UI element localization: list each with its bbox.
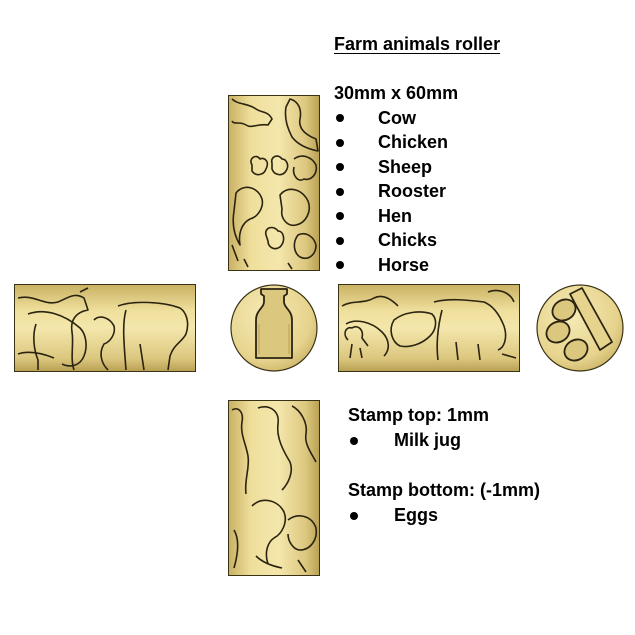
stamp-bottom-heading: Stamp bottom: (-1mm) <box>348 480 540 500</box>
animal-label: Hen <box>378 205 413 226</box>
animal-label: Sheep <box>378 156 433 177</box>
roller-dimensions: 30mm x 60mm <box>334 83 459 103</box>
hen-outline <box>293 232 317 260</box>
animal-label: Cow <box>378 107 416 128</box>
eggs-end-cap <box>534 284 626 372</box>
milk-jug-end-cap <box>228 284 320 372</box>
cow-outline <box>17 294 89 371</box>
bullet-icon <box>350 511 358 520</box>
list-item: Milk jug <box>348 430 489 451</box>
animal-label: Chicken <box>378 132 449 153</box>
stamp-bottom-info: Stamp bottom: (-1mm) Eggs <box>348 480 540 526</box>
bullet-icon <box>350 436 358 445</box>
stamp-top-heading: Stamp top: 1mm <box>348 405 490 425</box>
cow-outline <box>93 316 116 371</box>
roller-right-view <box>338 284 520 372</box>
roller-left-view <box>14 284 196 372</box>
bullet-icon <box>336 261 344 270</box>
chick-outline <box>270 155 289 176</box>
egg-icon <box>545 320 571 344</box>
stamp-top-info: Stamp top: 1mm Milk jug <box>348 405 489 451</box>
roller-top-view <box>228 95 320 271</box>
rooster-outline <box>341 295 399 357</box>
list-item: Chicks <box>334 229 448 254</box>
stamp-bottom-item: Eggs <box>394 505 439 525</box>
hen-outline <box>390 311 437 348</box>
bullet-icon <box>336 212 344 221</box>
cow-outline <box>231 98 273 128</box>
list-item: Eggs <box>348 505 540 526</box>
chick-outline <box>264 226 285 250</box>
rooster-outline <box>292 155 318 181</box>
chick-outline <box>250 155 269 176</box>
horse-outline <box>284 98 319 152</box>
rooster-outline <box>251 499 287 565</box>
horse-outline <box>257 406 293 491</box>
horse-outline <box>27 310 87 370</box>
cow-outline <box>433 298 507 361</box>
list-item: Hen <box>334 204 448 229</box>
bullet-icon <box>336 114 344 123</box>
chicken-outline <box>344 325 369 359</box>
hen-outline <box>279 188 311 227</box>
cow-outline <box>233 529 307 573</box>
horse-outline <box>231 407 250 495</box>
product-title: Farm animals roller <box>334 34 501 54</box>
roller-bottom-view <box>228 400 320 576</box>
hen-outline <box>287 515 318 551</box>
animal-list: Cow Chicken Sheep Rooster Hen Chicks Hor… <box>334 106 448 278</box>
list-item: Sheep <box>334 155 448 180</box>
horse-outline <box>117 301 189 371</box>
stamp-top-item: Milk jug <box>394 430 461 450</box>
animal-label: Rooster <box>378 181 447 202</box>
animal-label: Chicks <box>378 230 438 251</box>
animal-label: Horse <box>378 254 430 275</box>
cow-outline <box>291 405 317 463</box>
bullet-icon <box>336 138 344 147</box>
list-item: Horse <box>334 253 448 278</box>
milk-jug-icon <box>255 288 293 359</box>
list-item: Chicken <box>334 131 448 156</box>
bullet-icon <box>336 236 344 245</box>
egg-icon <box>563 338 589 362</box>
bullet-icon <box>336 163 344 172</box>
horse-outline <box>487 289 517 359</box>
bullet-icon <box>336 187 344 196</box>
list-item: Cow <box>334 106 448 131</box>
sheep-outline <box>232 186 264 246</box>
list-item: Rooster <box>334 180 448 205</box>
roller-bar-outline <box>569 287 613 351</box>
